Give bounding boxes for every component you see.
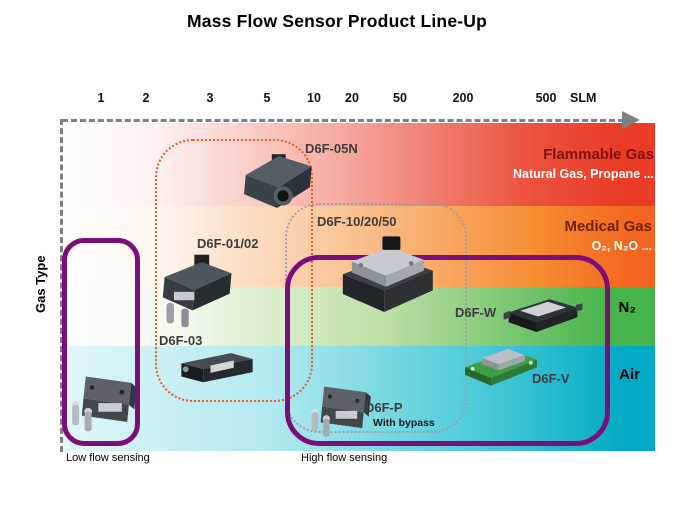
d6f-01-02-image: [145, 251, 240, 329]
d6f-w-image: [502, 287, 584, 341]
gas-type-axis-line: [60, 119, 63, 452]
n2-gas-label: N₂: [618, 299, 637, 316]
d6f-03-sensor-icon: [181, 353, 253, 383]
d6f-03-image: [177, 341, 257, 393]
d6f-05n-image: [233, 149, 321, 215]
axis-tick-3: 3: [206, 91, 214, 105]
flammable-gas-label: Flammable Gas: [543, 146, 654, 163]
product-label-d6f-v: D6F-V: [532, 371, 570, 386]
d6f-05n-sensor-icon: [244, 154, 312, 209]
high-flow-sensing-caption: High flow sensing: [301, 452, 388, 464]
air-gas-label: Air: [619, 366, 640, 383]
product-label-d6f-01-02: D6F-01/02: [197, 236, 259, 251]
axis-tick-20: 20: [345, 91, 359, 105]
d6f-v-sensor-icon: [465, 348, 537, 386]
medical-gas-label: Medical Gas: [564, 218, 652, 235]
d6f-10-20-50-image: [331, 231, 441, 321]
flow-axis-line: [62, 119, 624, 122]
product-label-d6f-10-20-50: D6F-10/20/50: [317, 214, 397, 229]
product-label-d6f-w: D6F-W: [455, 305, 497, 320]
band-flammable-gas: [63, 123, 655, 206]
flow-axis-arrow-icon: [622, 111, 640, 129]
two-port-sensor-icon: [71, 376, 137, 432]
product-label-d6f-p: D6F-P: [365, 400, 403, 415]
product-note-with-bypass: With bypass: [373, 417, 435, 429]
axis-tick-2: 2: [142, 91, 150, 105]
high-flow-sensing-highlight-box: [285, 255, 610, 446]
axis-tick-10: 10: [307, 91, 321, 105]
gas-type-axis-label: Gas Type: [33, 255, 48, 313]
axis-unit-label: SLM: [570, 91, 597, 105]
axis-tick-5: 5: [263, 91, 271, 105]
page-title: Mass Flow Sensor Product Line-Up: [186, 11, 488, 31]
axis-tick-500: 500: [535, 91, 557, 105]
axis-tick-200: 200: [452, 91, 474, 105]
d6f-v-image: [459, 332, 543, 398]
low-flow-sensing-highlight-box: [62, 238, 140, 446]
medical-gas-examples: O₂, N₂O ...: [591, 239, 652, 253]
d6f-p-image: [302, 375, 378, 441]
low-flow-sensor-image: [63, 364, 143, 436]
axis-tick-1: 1: [97, 91, 105, 105]
axis-tick-50: 50: [393, 91, 407, 105]
flammable-gas-examples: Natural Gas, Propane ...: [512, 167, 654, 181]
product-label-d6f-03: D6F-03: [159, 333, 203, 348]
d6f-01-02-sensor-icon: [162, 254, 232, 328]
product-label-d6f-05n: D6F-05N: [305, 141, 358, 156]
d6f-w-sensor-icon: [503, 299, 583, 333]
d6f-p-sensor-icon: [311, 386, 371, 437]
low-flow-sensing-caption: Low flow sensing: [66, 452, 150, 464]
d6f-10-20-50-sensor-icon: [342, 236, 433, 312]
